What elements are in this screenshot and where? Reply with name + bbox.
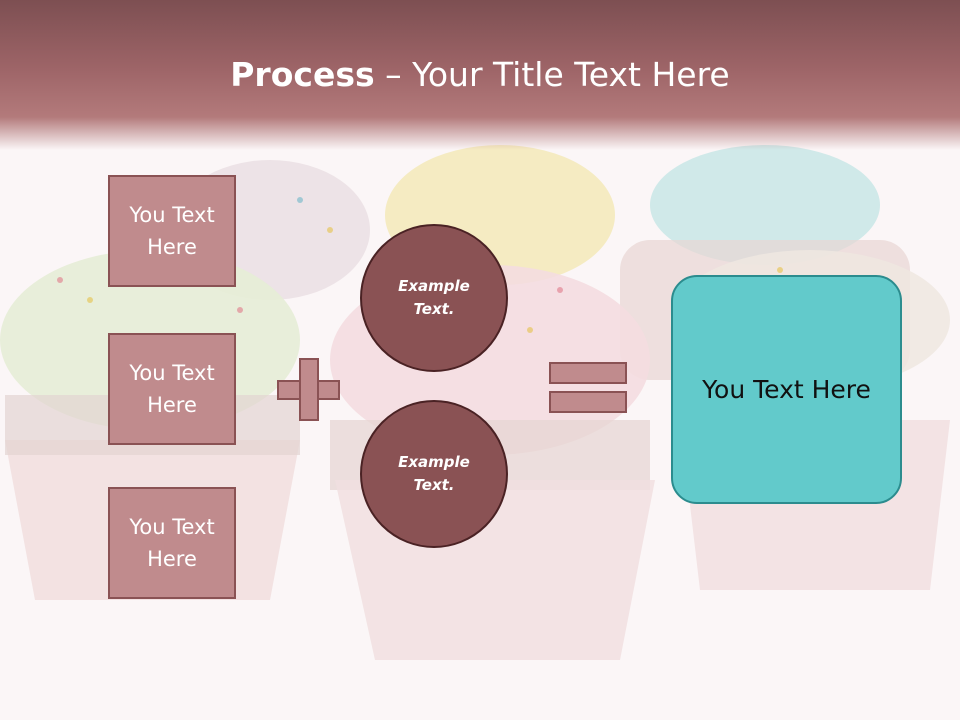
- title-bar: [0, 0, 960, 150]
- title-bold: Process: [230, 55, 375, 94]
- slide-title[interactable]: Process – Your Title Text Here: [0, 54, 960, 96]
- example-circle-2-label: Example Text.: [398, 453, 470, 494]
- input-box-3-label: You Text Here: [129, 515, 215, 571]
- example-circle-1-label: Example Text.: [398, 277, 470, 318]
- equals-icon-top-bar: [549, 362, 627, 384]
- input-box-2[interactable]: You Text Here: [108, 333, 236, 445]
- input-box-1[interactable]: You Text Here: [108, 175, 236, 287]
- result-box[interactable]: You Text Here: [671, 275, 902, 504]
- result-box-label: You Text Here: [702, 375, 871, 404]
- plus-icon-center: [301, 382, 317, 398]
- plus-icon: [277, 358, 340, 421]
- equals-icon-bottom-bar: [549, 391, 627, 413]
- input-box-1-label: You Text Here: [129, 203, 215, 259]
- example-circle-2[interactable]: Example Text.: [360, 400, 508, 548]
- example-circle-1[interactable]: Example Text.: [360, 224, 508, 372]
- input-box-2-label: You Text Here: [129, 361, 215, 417]
- title-rest: – Your Title Text Here: [374, 55, 730, 94]
- input-box-3[interactable]: You Text Here: [108, 487, 236, 599]
